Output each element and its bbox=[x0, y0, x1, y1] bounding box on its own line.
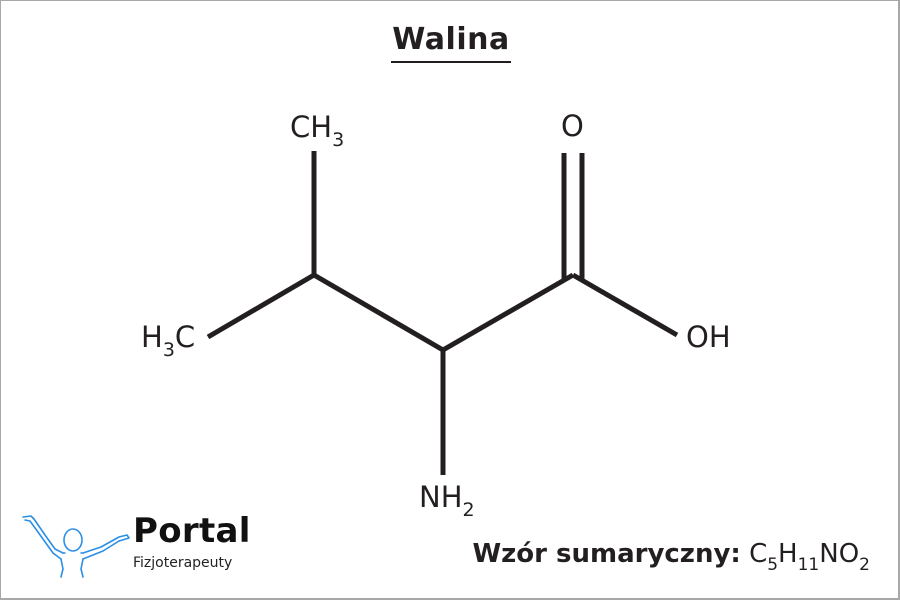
logo-subtitle: Fizjoterapeuty bbox=[133, 555, 233, 571]
title-text: Walina bbox=[391, 21, 511, 63]
bond-left-methyl bbox=[206, 272, 316, 340]
atom-label-hydroxyl: OH bbox=[686, 320, 731, 354]
page-title: Walina bbox=[1, 21, 898, 63]
logo-name: Portal bbox=[133, 511, 251, 551]
formula-label: Wzór sumaryczny: bbox=[472, 539, 741, 569]
bond-carboxyl-oh bbox=[571, 272, 679, 338]
molecular-formula: Wzór sumaryczny: C5H11NO2 bbox=[472, 539, 870, 575]
person-raised-arms-icon bbox=[22, 515, 130, 578]
atom-label-top-methyl: CH3 bbox=[290, 110, 345, 151]
formula-value: C5H11NO2 bbox=[749, 539, 870, 575]
atom-label-left-methyl: H3C bbox=[141, 320, 196, 361]
atom-label-carbonyl-oxygen: O bbox=[561, 109, 584, 143]
bond-beta-alpha bbox=[312, 272, 445, 353]
atom-label-amine: NH2 bbox=[419, 480, 475, 521]
bond-alpha-carboxyl bbox=[441, 272, 575, 353]
portal-logo: Portal Fizjoterapeuty bbox=[19, 511, 251, 583]
